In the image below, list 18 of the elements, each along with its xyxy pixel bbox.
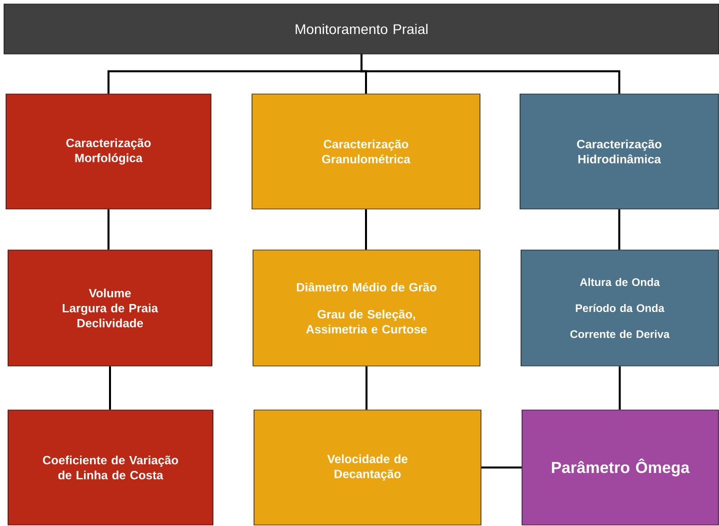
connector-line xyxy=(366,366,368,410)
title-bar: Monitoramento Praial xyxy=(4,4,719,54)
connector-line xyxy=(360,54,620,94)
connector-line xyxy=(109,366,111,410)
connector-line xyxy=(618,366,621,410)
result-box: Velocidade de Decantação xyxy=(254,410,482,526)
parameter-box: Altura de Onda Período da Onda Corrente de Deriva xyxy=(520,250,719,366)
connector-line xyxy=(618,209,620,250)
parameter-box: Diâmetro Médio de Grão Grau de Seleção, Assimetria e Curtose xyxy=(252,250,480,366)
category-box: Caracterização Granulométrica xyxy=(252,94,480,210)
result-box: Parâmetro Ômega xyxy=(522,410,719,526)
connector-line xyxy=(481,466,522,468)
result-box: Coeficiente de Variação de Linha de Costa xyxy=(8,410,214,526)
category-box: Caracterização Morfológica xyxy=(6,94,212,210)
connector-line xyxy=(108,209,110,250)
connector-line xyxy=(365,209,367,250)
category-box: Caracterização Hidrodinâmica xyxy=(520,94,719,210)
parameter-box: Volume Largura de Praia Declividade xyxy=(8,250,212,366)
